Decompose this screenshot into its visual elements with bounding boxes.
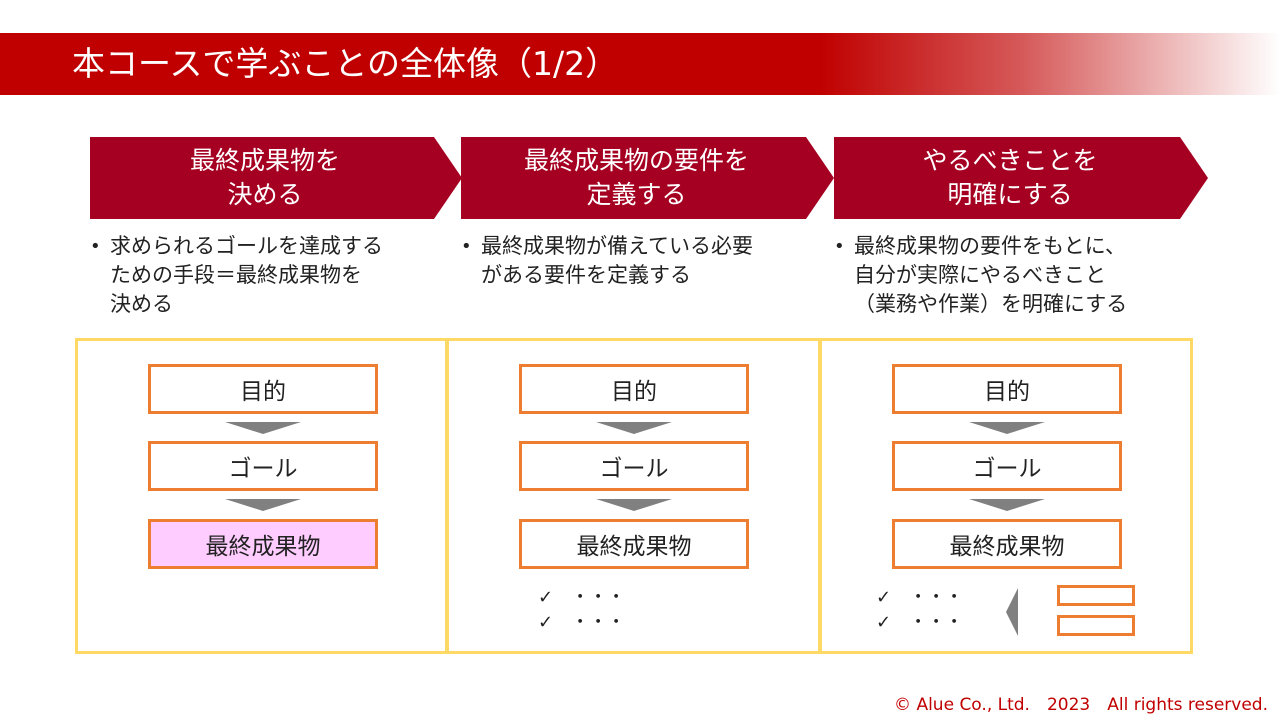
deliverable-box: 最終成果物 — [519, 519, 749, 569]
requirement-check-item: ✓ ・・・ — [876, 587, 964, 608]
down-arrow-icon — [596, 499, 672, 511]
task-box — [1057, 585, 1135, 606]
left-arrow-icon — [1006, 588, 1018, 636]
down-arrow-icon — [596, 422, 672, 434]
purpose-box: 目的 — [148, 364, 378, 414]
step-2-chevron: 最終成果物の要件を 定義する — [461, 137, 834, 219]
panel-3 — [819, 338, 1193, 654]
step-1-heading: 最終成果物を 決める — [189, 146, 340, 209]
copyright-footer: © Alue Co., Ltd. 2023 All rights reserve… — [894, 695, 1268, 715]
step-2-heading: 最終成果物の要件を 定義する — [523, 146, 749, 209]
purpose-box: 目的 — [892, 364, 1122, 414]
step-3-description: 最終成果物の要件をもとに、 自分が実際にやるべきこと （業務や作業）を明確にする — [834, 232, 1204, 319]
step-3-heading: やるべきことを 明確にする — [922, 146, 1098, 209]
requirement-check-item: ✓ ・・・ — [876, 612, 964, 633]
task-box — [1057, 615, 1135, 636]
step-2-description: 最終成果物が備えている必要 がある要件を定義する — [461, 232, 831, 290]
down-arrow-icon — [969, 499, 1045, 511]
goal-box: ゴール — [519, 441, 749, 491]
down-arrow-icon — [225, 422, 301, 434]
page-title: 本コースで学ぶことの全体像（1/2） — [72, 44, 619, 83]
requirement-check-item: ✓ ・・・ — [538, 587, 626, 608]
step-3-chevron: やるべきことを 明確にする — [834, 137, 1208, 219]
goal-box: ゴール — [148, 441, 378, 491]
requirement-check-item: ✓ ・・・ — [538, 612, 626, 633]
down-arrow-icon — [225, 499, 301, 511]
title-bar: 本コースで学ぶことの全体像（1/2） — [0, 33, 1280, 95]
step-1-chevron: 最終成果物を 決める — [90, 137, 462, 219]
down-arrow-icon — [969, 422, 1045, 434]
goal-box: ゴール — [892, 441, 1122, 491]
deliverable-box-highlighted: 最終成果物 — [148, 519, 378, 569]
deliverable-box: 最終成果物 — [892, 519, 1122, 569]
step-1-description: 求められるゴールを達成する ための手段＝最終成果物を 決める — [90, 232, 460, 319]
purpose-box: 目的 — [519, 364, 749, 414]
